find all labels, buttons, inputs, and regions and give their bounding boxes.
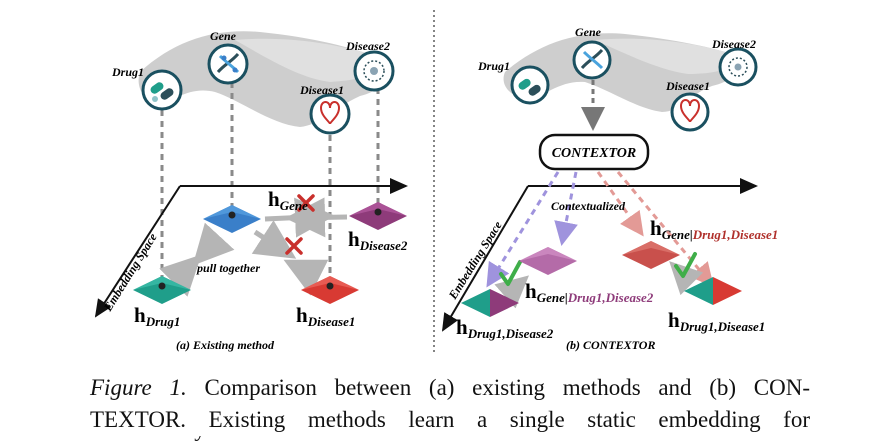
cross-icon [297, 194, 315, 212]
pull-together-label: pull together [196, 261, 260, 275]
h-disease2-label: hDisease2 [348, 227, 408, 253]
disease2-label: Disease2 [345, 39, 390, 53]
drug-label: Drug1 [477, 59, 510, 73]
embedding-axis-label: Embedding Space [445, 218, 505, 302]
gene-embedding [203, 205, 261, 233]
disease1-label: Disease1 [665, 79, 710, 93]
disease1-entity-icon [670, 92, 710, 132]
panel-b-caption: (b) CONTEXTOR [566, 338, 655, 352]
caption-line-2: TEXTOR. Existing methods learn a single … [90, 407, 810, 432]
caption-text-1: Comparison between (a) existing methods … [204, 375, 811, 400]
disease1-label: Disease1 [299, 83, 344, 97]
figure-1: Drug1 Gene Disease1 Disease2 Embedding S… [94, 10, 778, 352]
h-gene-label: hGene [268, 187, 308, 213]
contextualized-label: Contextualized [551, 199, 626, 213]
drug-ctx-disease2-embedding [461, 289, 519, 317]
h-drug-label: hDrug1 [134, 303, 180, 329]
cross-icon [285, 237, 303, 255]
disease2-embedding [349, 202, 407, 230]
embedding-axis-label: Embedding Space [100, 230, 160, 314]
check-icon [674, 252, 697, 278]
disease2-entity-icon [353, 50, 395, 92]
disease1-entity-icon [309, 93, 351, 135]
disease2-entity-icon [718, 47, 758, 87]
disease1-embedding [301, 276, 359, 304]
caption-line-1: Figure 1. Comparison between (a) existin… [90, 372, 810, 404]
h-gene-ctx1-label: hGene|Drug1,Disease1 [650, 216, 778, 242]
check-icon [499, 260, 522, 286]
h-drug-ctx1-label: hDrug1,Disease1 [668, 308, 765, 334]
drug-label: Drug1 [111, 65, 144, 79]
gene-entity-icon [207, 43, 249, 85]
gene-ctx-disease2-embedding [519, 247, 577, 275]
gene-entity-icon [572, 40, 612, 80]
panel-b: Drug1 Gene Disease1 Disease2 CONTEXTOR E… [441, 25, 778, 352]
contextor-box [538, 133, 650, 171]
drug-embedding [133, 276, 191, 304]
h-drug-ctx2-label: hDrug1,Disease2 [456, 315, 554, 341]
drug-entity-icon [141, 69, 183, 111]
drug-ctx-disease1-embedding [684, 277, 742, 305]
caption-line-3: each entity which can conflate distinct … [90, 436, 810, 445]
h-disease1-label: hDisease1 [296, 303, 355, 329]
figure-number: Figure 1. [90, 375, 187, 400]
disease2-label: Disease2 [711, 37, 756, 51]
gene-label: Gene [210, 29, 237, 43]
gene-label: Gene [575, 25, 602, 39]
caption-line-3-clip: each entity which can conflate distinct … [90, 436, 810, 445]
panel-a-caption: (a) Existing method [176, 338, 275, 352]
gene-ctx-disease1-embedding [622, 241, 680, 269]
drug-entity-icon [510, 65, 550, 105]
panel-a: Drug1 Gene Disease1 Disease2 Embedding S… [94, 29, 408, 352]
contextor-label: CONTEXTOR [552, 146, 637, 161]
h-gene-ctx2-label: hGene|Drug1,Disease2 [525, 279, 654, 305]
figure-caption: Figure 1. Comparison between (a) existin… [90, 372, 810, 445]
